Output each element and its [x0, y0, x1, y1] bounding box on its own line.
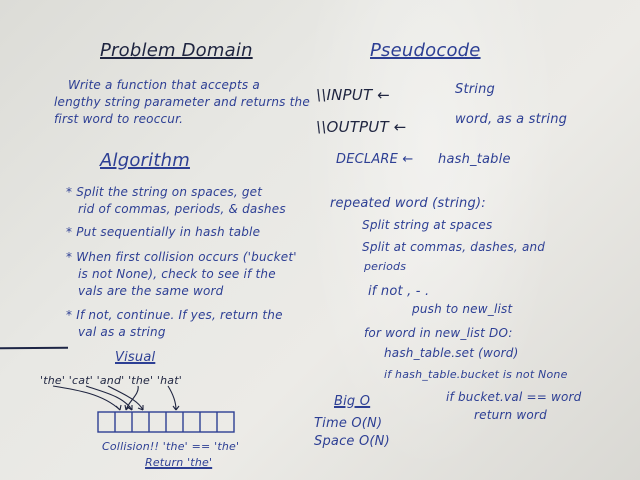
arrow-5	[167, 385, 177, 411]
input-value: String	[455, 82, 495, 97]
algorithm-line-1: * Split the string on spaces, get	[66, 185, 263, 199]
problem-line-3: first word to reoccur.	[54, 112, 184, 126]
input-label: \\INPUT ←	[316, 86, 391, 104]
collision-line: Collision!! 'the' == 'the'	[102, 440, 240, 453]
code-line-3: Split at commas, dashes, and	[362, 240, 546, 254]
algorithm-line-6: vals are the same word	[78, 284, 224, 298]
visual-input-words: 'the' 'cat' 'and' 'the' 'hat'	[40, 374, 182, 387]
visual-title: Visual	[115, 350, 156, 365]
problem-domain-title: Problem Domain	[100, 40, 253, 61]
algorithm-title: Algorithm	[100, 150, 190, 171]
algorithm-line-3: * Put sequentially in hash table	[66, 225, 261, 239]
code-line-2: Split string at spaces	[362, 218, 493, 232]
algorithm-line-5: is not None), check to see if the	[78, 267, 276, 281]
arrow-4	[125, 385, 139, 411]
arrow-3	[107, 385, 144, 411]
problem-line-1: Write a function that accepts a	[68, 78, 260, 92]
code-line-6: push to new_list	[412, 302, 513, 316]
arrow-1	[52, 385, 121, 411]
declare-label: DECLARE ←	[336, 152, 414, 167]
space-complexity: Space O(N)	[314, 434, 390, 449]
algorithm-line-8: val as a string	[78, 325, 166, 339]
algorithm-line-4: * When first collision occurs ('bucket'	[66, 250, 297, 264]
code-line-11: return word	[474, 408, 547, 422]
code-line-1: repeated word (string):	[330, 196, 486, 211]
pseudocode-title: Pseudocode	[370, 40, 481, 61]
algorithm-line-2: rid of commas, periods, & dashes	[78, 202, 286, 216]
problem-line-2: lengthy string parameter and returns the	[54, 95, 310, 109]
algorithm-line-7: * If not, continue. If yes, return the	[66, 308, 283, 322]
return-line: Return 'the'	[145, 456, 213, 469]
divider-line	[0, 346, 69, 350]
output-label: \\OUTPUT ←	[316, 118, 407, 136]
code-line-9: if hash_table.bucket is not None	[384, 368, 568, 381]
big-o-title: Big O	[334, 394, 371, 409]
declare-value: hash_table	[438, 152, 511, 167]
code-line-8: hash_table.set (word)	[384, 346, 519, 360]
code-line-10: if bucket.val == word	[446, 390, 582, 404]
time-complexity: Time O(N)	[314, 416, 383, 431]
code-line-5: if not , - .	[368, 284, 430, 299]
hash-table-sketch	[52, 385, 235, 433]
code-line-4: periods	[364, 260, 407, 273]
code-line-7: for word in new_list DO:	[364, 326, 513, 340]
output-value: word, as a string	[455, 112, 568, 127]
